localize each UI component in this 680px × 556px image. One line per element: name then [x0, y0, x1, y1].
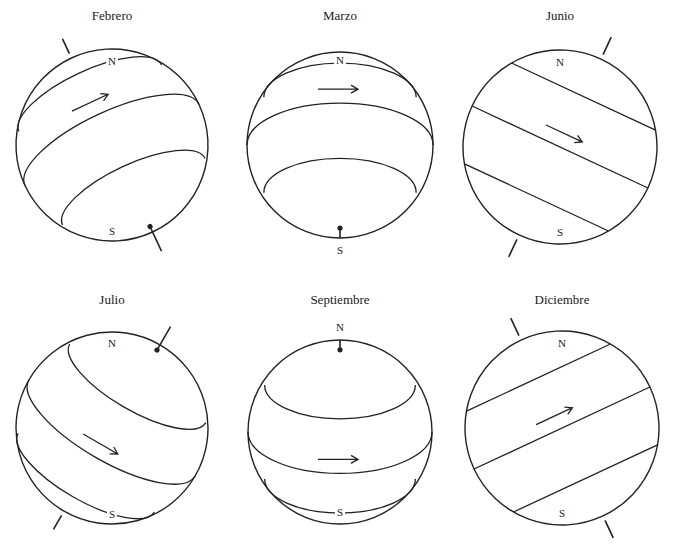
pole-letter: N — [334, 321, 346, 333]
globe — [423, 277, 680, 556]
parallel-line — [4, 433, 154, 535]
parallel-line — [7, 40, 161, 131]
parallel-line — [474, 387, 650, 469]
axis-line — [157, 327, 171, 351]
pole-letter: S — [335, 244, 345, 256]
pole-letter: N — [106, 337, 118, 349]
globe-outline — [0, 17, 240, 272]
globe-outline — [248, 340, 432, 524]
rotation-arrow — [318, 85, 358, 93]
parallel-line — [264, 63, 416, 97]
globe-outline — [431, 18, 680, 276]
pole-letter: S — [107, 225, 117, 237]
pole-letter: N — [554, 56, 566, 68]
axis-line — [339, 340, 341, 350]
parallel-line — [472, 106, 648, 188]
parallel-line — [12, 380, 195, 505]
axis-stub — [509, 239, 517, 257]
globe-outline — [0, 297, 243, 556]
axis-stub — [63, 39, 70, 54]
rotation-arrow — [544, 121, 584, 145]
month-title: Diciembre — [533, 293, 592, 307]
pole-letter: S — [557, 507, 567, 519]
globe — [247, 52, 433, 238]
axis-line — [339, 228, 341, 238]
parallel-line — [51, 134, 205, 225]
globe — [0, 0, 249, 292]
rotation-arrow — [534, 404, 574, 428]
parallel-line — [264, 158, 416, 192]
parallel-line — [56, 344, 206, 446]
axis-stub — [603, 37, 611, 55]
pole-letter: N — [334, 54, 346, 66]
parallel-line — [514, 445, 658, 512]
pole-letter: S — [107, 508, 117, 520]
globe — [248, 340, 432, 524]
month-title: Septiembre — [308, 293, 371, 307]
month-title: Marzo — [321, 9, 359, 23]
axis-stub — [511, 318, 519, 336]
parallel-line — [248, 432, 432, 473]
rotation-arrow — [70, 91, 110, 115]
pole-letter: S — [335, 506, 345, 518]
parallel-line — [11, 74, 199, 186]
parallel-line — [464, 164, 608, 231]
month-title: Febrero — [90, 9, 134, 23]
pole-letter: N — [106, 55, 118, 67]
globe-outline — [247, 52, 433, 238]
pole-dot — [147, 223, 154, 230]
parallel-line — [265, 385, 416, 419]
globe — [0, 279, 254, 556]
axis-stub — [53, 515, 61, 529]
parallel-line — [466, 344, 610, 411]
globe — [421, 0, 680, 298]
parallel-line — [247, 103, 433, 145]
axis-line — [150, 227, 161, 252]
pole-letter: N — [556, 337, 568, 349]
rotation-arrow — [81, 431, 120, 458]
month-title: Julio — [97, 293, 126, 307]
pole-letter: S — [555, 226, 565, 238]
month-title: Junio — [544, 9, 576, 23]
rotation-arrow — [318, 455, 358, 463]
parallel-line — [512, 63, 656, 130]
axis-stub — [605, 520, 613, 538]
globe-outline — [433, 299, 680, 556]
